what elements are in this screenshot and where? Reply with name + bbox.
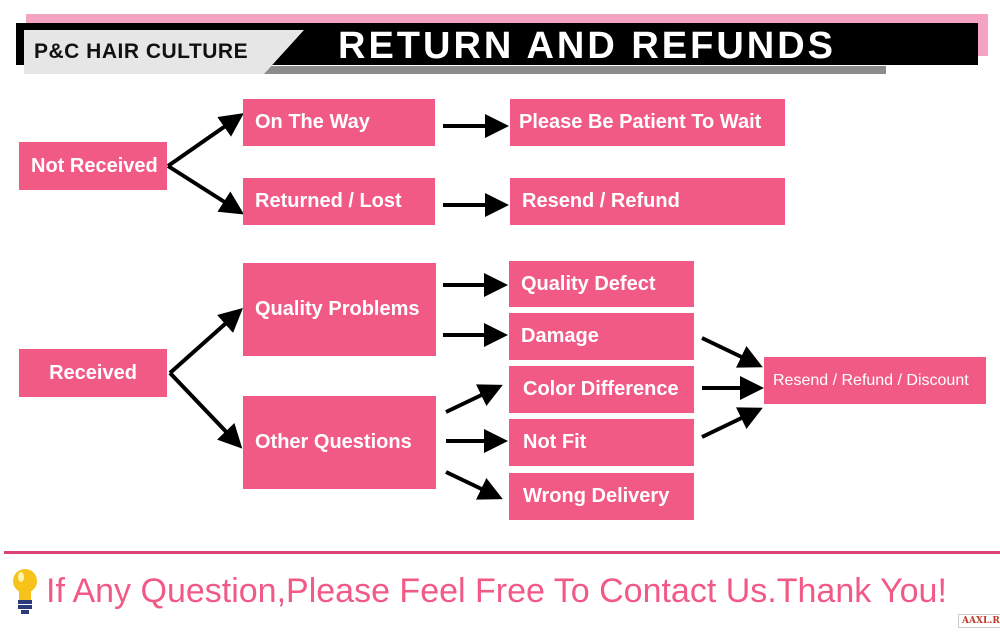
footer-divider <box>4 551 1000 554</box>
node-damage: Damage <box>509 313 694 360</box>
arrow-other-to-wrong <box>445 470 503 500</box>
node-received: Received <box>19 349 167 397</box>
brand-name: P&C HAIR CULTURE <box>24 30 264 74</box>
brand-box-corner <box>264 30 304 74</box>
arrow-received-to-quality <box>168 308 243 375</box>
arrow-not-received-to-on-the-way <box>166 113 244 168</box>
node-please-wait: Please Be Patient To Wait <box>510 99 785 146</box>
node-on-the-way: On The Way <box>243 99 435 146</box>
contact-message: If Any Question,Please Feel Free To Cont… <box>46 572 947 610</box>
node-quality-defect: Quality Defect <box>509 261 694 307</box>
title-shadow <box>26 66 886 74</box>
node-resend-refund: Resend / Refund <box>510 178 785 225</box>
arrow-other-to-color <box>445 384 503 414</box>
arrow-not-received-to-returned <box>166 164 245 215</box>
node-not-received: Not Received <box>19 142 167 190</box>
node-wrong-delivery: Wrong Delivery <box>509 473 694 520</box>
arrow-notfit-to-outcome <box>701 407 763 439</box>
arrow-received-to-other <box>168 371 243 449</box>
node-quality-problems: Quality Problems <box>243 263 436 356</box>
lightbulb-icon <box>13 569 37 614</box>
node-returned-lost: Returned / Lost <box>243 178 435 225</box>
watermark: AAXL.RU <box>958 614 1000 628</box>
node-color-difference: Color Difference <box>509 366 694 413</box>
page-title: RETURN AND REFUNDS <box>338 25 837 67</box>
arrow-damage-to-outcome <box>701 336 763 368</box>
node-resend-refund-discount: Resend / Refund / Discount <box>764 357 986 404</box>
node-not-fit: Not Fit <box>509 419 694 466</box>
node-other-questions: Other Questions <box>243 396 436 489</box>
